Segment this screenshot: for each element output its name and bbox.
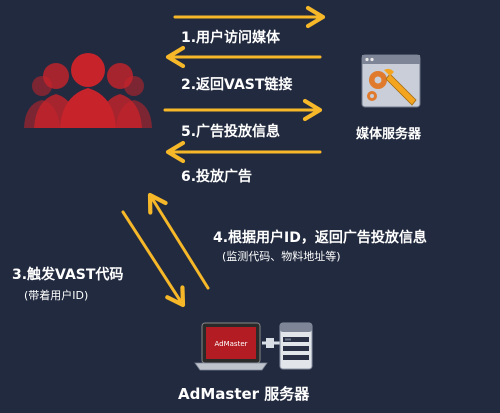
step4-label: 4.根据用户ID，返回广告投放信息 bbox=[213, 230, 427, 246]
step5-label: 5.广告投放信息 bbox=[181, 124, 281, 140]
admaster-server-icon bbox=[279, 322, 313, 370]
media-server-icon bbox=[361, 54, 421, 108]
step2-label: 2.返回VAST链接 bbox=[181, 77, 293, 93]
arrow-step3 bbox=[121, 210, 186, 308]
admaster-server-label: AdMaster 服务器 bbox=[178, 385, 310, 403]
step3-label: 3.触发VAST代码 bbox=[12, 267, 124, 283]
media-server-label: 媒体服务器 bbox=[356, 127, 422, 142]
laptop-screen-text: AdMaster bbox=[214, 340, 247, 348]
users-icon bbox=[24, 53, 152, 128]
step1-label: 1.用户访问媒体 bbox=[181, 30, 281, 46]
step3-note: (带着用户ID) bbox=[24, 289, 89, 302]
laptop-icon: AdMaster bbox=[194, 322, 268, 371]
diagonal-arrows bbox=[121, 192, 210, 308]
step6-label: 6.投放广告 bbox=[181, 169, 253, 185]
horizontal-arrows bbox=[163, 5, 326, 164]
arrow-step4 bbox=[147, 192, 210, 290]
step4-note: (监测代码、物料地址等) bbox=[222, 250, 341, 263]
